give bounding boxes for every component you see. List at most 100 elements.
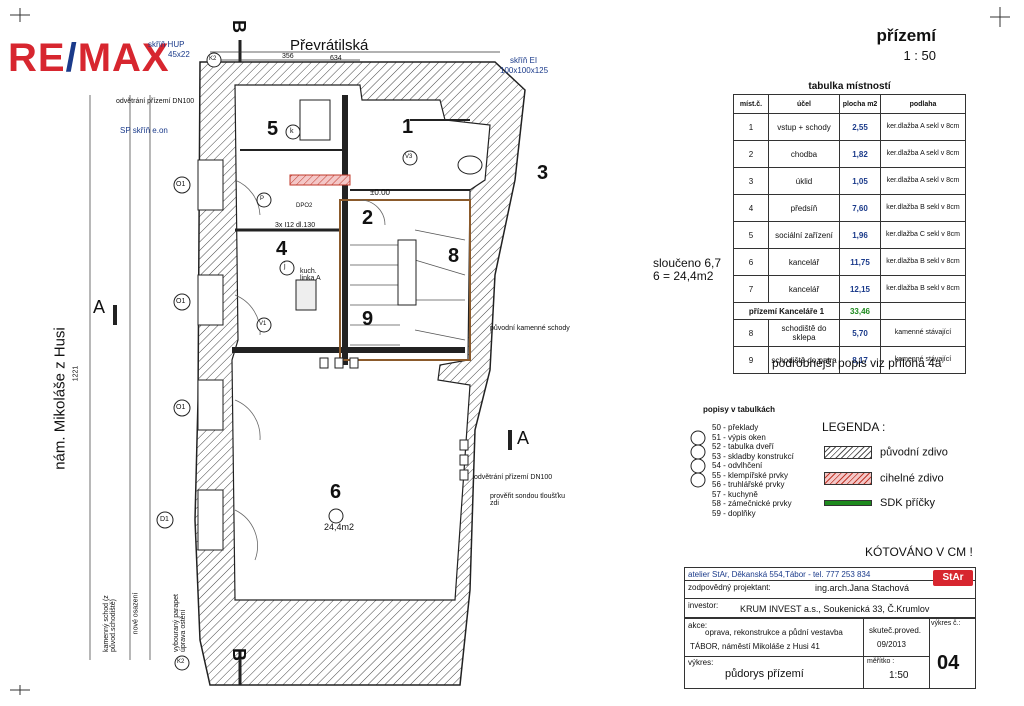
room-4: 4 [276, 238, 288, 260]
table-row: 1 vstup + schody 2,55 ker.dlažba A sekl … [733, 113, 966, 141]
table-sum-row: přízemí Kanceláře 1 33,46 [733, 302, 966, 320]
label-nove-osazeni: nové osazení [132, 592, 140, 635]
room-5: 5 [267, 118, 279, 140]
legend-item-sdk: SDK příčky [824, 497, 935, 509]
sheet-scale: 1 : 50 [903, 48, 936, 63]
label-vybourany: vybouraný parapet úprava ostění [173, 594, 187, 652]
list-item: 57 - kuchyně [712, 489, 758, 499]
tb-akce-2: TÁBOR, náměstí Mikoláše z Husi 41 [690, 642, 820, 651]
tb-projektant-label: zodpovědný projektant: [688, 583, 771, 592]
popis-list: 50 - překlady 51 - výpis oken 52 - tabul… [712, 423, 794, 518]
th-no: míst.č. [733, 94, 769, 114]
room-8: 8 [448, 245, 460, 267]
label-skrin-ei-dim: 100x100x125 [500, 66, 549, 75]
tag-o1-b: O1 [176, 298, 186, 305]
brick-swatch [824, 472, 872, 485]
th-purpose: účel [768, 94, 840, 114]
table-row: 4 předsíň 7,60 ker.dlažba B sekl v 8cm [733, 194, 966, 222]
label-skrin-ei: skříň EI [510, 56, 538, 65]
tb-meritko: 1:50 [889, 670, 909, 681]
popis-tags [690, 430, 706, 488]
list-item: 54 - odvlhčení [712, 461, 763, 470]
room-2: 2 [362, 207, 374, 229]
list-item: 59 - doplňky [712, 508, 756, 518]
floor-plan [10, 8, 526, 695]
legend-item-puvodni: původní zdivo [824, 446, 948, 459]
section-b-bottom: B [229, 648, 249, 661]
list-item: 58 - zámečnické prvky [712, 499, 792, 508]
title-block: atelier StAr, Děkanská 554,Tábor - tel. … [684, 567, 976, 689]
list-item: 52 - tabulka dveří [712, 442, 774, 451]
remax-logo: RE/MAX [8, 36, 170, 80]
tag-p: P [260, 196, 265, 202]
tag-v3: V3 [405, 154, 413, 160]
rooms-table-caption: tabulka místností [808, 80, 891, 92]
label-odvetreni: odvětrání přízemí DN100 [116, 98, 195, 105]
table-row: 6 kancelář 11,75 ker.dlažba B sekl v 8cm [733, 248, 966, 276]
tb-vykres-title-label: výkres: [688, 658, 714, 667]
label-zero: ±0.00 [370, 188, 390, 197]
popis-title: popisy v tabulkách [703, 405, 776, 414]
table-row: 2 chodba 1,82 ker.dlažba A sekl v 8cm [733, 140, 966, 168]
list-item: 50 - překlady [712, 423, 759, 432]
dim-1221: 1221 [72, 365, 80, 382]
label-proverit: prověřit sondou tloušťku zdi [490, 493, 566, 507]
label-kuch-linka: kuch. linka A [300, 268, 321, 282]
table-row: 3 úklid 1,05 ker.dlažba A sekl v 8cm [733, 167, 966, 195]
list-item: 51 - výpis oken [712, 432, 766, 442]
tb-meritko-label: měřítko : [867, 658, 895, 665]
merge-note: sloučeno 6,7 6 = 24,4m2 [653, 256, 722, 283]
tb-vykres-no: 04 [937, 652, 960, 674]
tb-investor: KRUM INVEST a.s., Soukenická 33, Č.Kruml… [740, 604, 930, 614]
tag-d1: D1 [160, 516, 169, 523]
tb-skut: 09/2013 [877, 640, 906, 649]
tag-o1-a: O1 [176, 181, 186, 188]
tag-v1: V1 [259, 321, 267, 327]
rooms-table: tabulka místností míst.č. účel plocha m2… [733, 78, 966, 374]
th-area: plocha m2 [839, 94, 881, 114]
tb-investor-label: investor: [688, 601, 719, 610]
room-6-area: 24,4m2 [324, 522, 355, 532]
tb-akce-1: oprava, rekonstrukce a půdní vestavba [705, 628, 843, 637]
section-b-top: B [229, 20, 249, 33]
label-odvetreni2: odvětrání přízemí DN100 [474, 474, 553, 481]
tag-k: k [290, 128, 294, 135]
table-row: 9 schodiště do patra 8,17 kamenné stávaj… [733, 346, 966, 374]
dim-634: 634 [330, 55, 342, 62]
label-kamenne-schody: původní kamenné schody [490, 325, 570, 332]
kotovano-note: KÓTOVÁNO V CM ! [865, 545, 973, 559]
label-kamenny-schod: kamenný schod (z původ.schodiště) [103, 595, 117, 652]
label-ipe: 3x I12 dl.130 [275, 222, 316, 229]
tb-akce-label: akce: [688, 621, 708, 630]
table-row: 8 schodiště do sklepa 5,70 kamenné stáva… [733, 319, 966, 347]
tb-atelier: atelier StAr, Děkanská 554,Tábor - tel. … [688, 570, 871, 579]
list-item: 55 - klempířské prvky [712, 470, 789, 480]
tag-o1-c: O1 [176, 404, 186, 411]
tag-dpo2: DPO2 [296, 203, 313, 209]
section-a-right: A [517, 428, 530, 448]
corner-mark [990, 7, 1010, 27]
tag-j: j [284, 263, 286, 270]
list-item: 56 - truhlářské prvky [712, 480, 785, 489]
sdk-swatch [824, 500, 872, 507]
legend-item-cihelne: cihelné zdivo [824, 472, 944, 485]
dim-356: 356 [282, 53, 294, 60]
section-a-left: A [93, 297, 106, 317]
street-top: Převrátilská [290, 37, 369, 54]
label-skrin-hup-dim: 45x22 [168, 50, 190, 59]
list-item: 53 - skladby konstrukcí [712, 451, 794, 461]
tag-k2-top: K2 [209, 56, 217, 62]
tb-vykres-label: výkres č.: [931, 620, 961, 627]
star-logo: StAr [933, 570, 973, 586]
room-3: 3 [537, 162, 549, 184]
tag-k2-bottom: K2 [177, 659, 185, 665]
tb-projektant: ing.arch.Jana Stachová [815, 583, 910, 593]
hatch-swatch [824, 446, 872, 459]
table-row: 5 sociální zařízení 1,96 ker.dlažba C se… [733, 221, 966, 249]
tb-vykres-title: půdorys přízemí [725, 668, 804, 680]
label-skrin-hup: skříň HUP [148, 40, 185, 49]
label-sp-skrin: SP skříň e.on [120, 126, 168, 135]
legend-title: LEGENDA : [822, 420, 886, 434]
th-floor: podlaha [880, 94, 966, 114]
street-left: nám. Mikoláše z Husi [51, 327, 69, 470]
